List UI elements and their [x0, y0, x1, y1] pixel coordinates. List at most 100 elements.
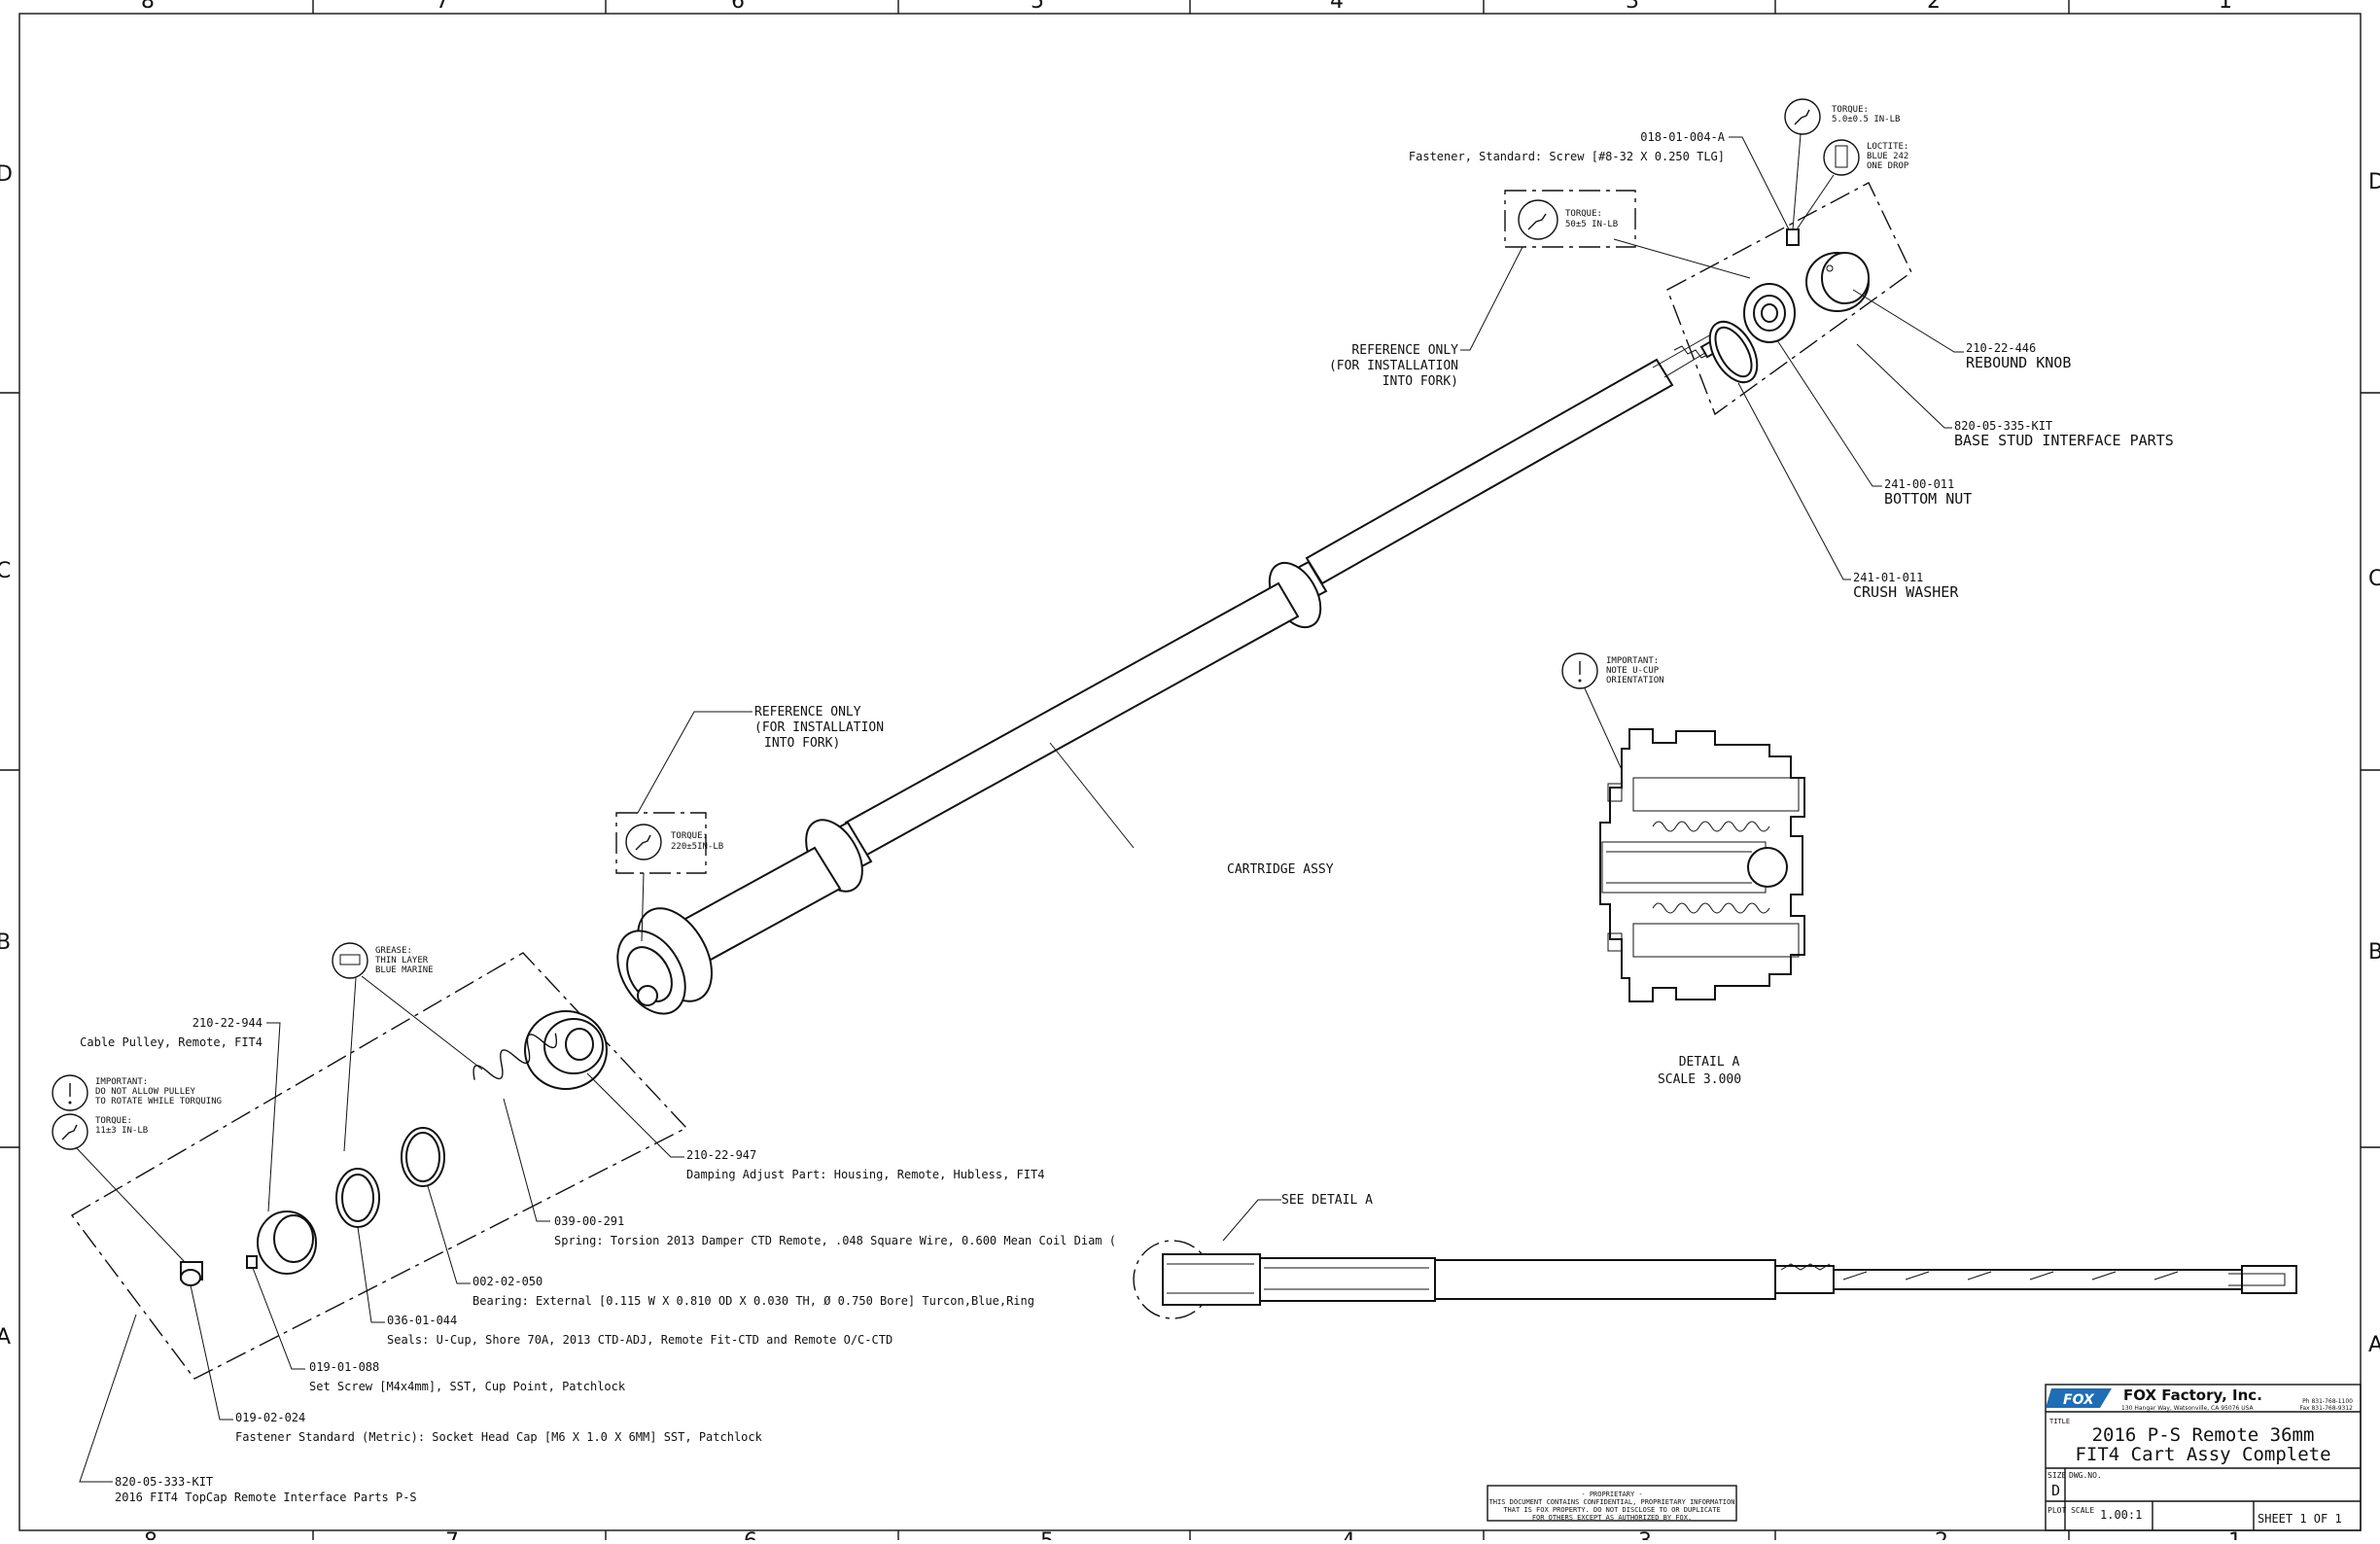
grease-line2: THIN LAYER	[375, 956, 429, 965]
ref-only-2-line2: (FOR INSTALLATION	[754, 720, 884, 735]
spring-part-number: 039-00-291	[554, 1214, 624, 1228]
zone-top: 7	[436, 0, 449, 14]
dwg-no-label: DWG.NO.	[2069, 1471, 2102, 1480]
zone-top: 4	[1330, 0, 1344, 14]
proprietary-line1: - PROPRIETARY -	[1581, 1491, 1642, 1498]
base-stud-description: BASE STUD INTERFACE PARTS	[1954, 432, 2174, 449]
size-label: SIZE	[2048, 1471, 2066, 1480]
zone-left: B	[0, 930, 11, 955]
zone-top: 8	[141, 0, 155, 14]
pulley-description: Cable Pulley, Remote, FIT4	[80, 1035, 262, 1049]
important-ucup-1: IMPORTANT:	[1606, 656, 1659, 666]
wrench-icon	[61, 1124, 78, 1140]
seal-description: Seals: U-Cup, Shore 70A, 2013 CTD-ADJ, R…	[387, 1333, 892, 1347]
proprietary-line4: FOR OTHERS EXCEPT AS AUTHORIZED BY FOX.	[1532, 1514, 1692, 1522]
proprietary-line3: THAT IS FOX PROPERTY. DO NOT DISCLOSE TO…	[1503, 1506, 1720, 1514]
drawing-title-line1: 2016 P-S Remote 36mm	[2092, 1424, 2315, 1446]
zone-bottom: 7	[445, 1529, 459, 1540]
set-screw-part-number: 019-01-088	[309, 1360, 379, 1374]
title-block: FOX FOX Factory, Inc. 130 Hangar Way, Wa…	[2045, 1384, 2362, 1531]
important-icon	[52, 1074, 88, 1111]
company-name: FOX Factory, Inc.	[2123, 1386, 2262, 1404]
kit-description: 2016 FIT4 TopCap Remote Interface Parts …	[115, 1491, 417, 1504]
zone-left: A	[0, 1325, 11, 1350]
zone-bottom: 4	[1342, 1529, 1355, 1540]
crush-washer-description: CRUSH WASHER	[1853, 583, 1959, 601]
wrench-icon	[1527, 213, 1547, 230]
cartridge-side-view	[1133, 1240, 2297, 1319]
important-pulley-2: DO NOT ALLOW PULLEY	[95, 1087, 196, 1097]
zone-right: A	[2368, 1333, 2380, 1357]
zone-top: 5	[1031, 0, 1044, 14]
loctite-icon: LOCTITE: BLUE 242 ONE DROP	[1823, 139, 1909, 176]
pulley-part-number: 210-22-944	[192, 1016, 262, 1030]
spring-shape	[472, 1033, 558, 1080]
zone-labels-left: D C B A	[0, 162, 13, 1350]
important-ucup-2: NOTE U-CUP	[1606, 666, 1660, 676]
zone-top: 6	[731, 0, 745, 14]
detail-a-scale: SCALE 3.000	[1658, 1072, 1741, 1087]
zone-bottom: 6	[744, 1529, 757, 1540]
grease-icon-group: GREASE: THIN LAYER BLUE MARINE	[332, 942, 434, 979]
spring-description: Spring: Torsion 2013 Damper CTD Remote, …	[554, 1234, 1116, 1247]
bottom-nut-description: BOTTOM NUT	[1884, 490, 1972, 508]
base-stud-part-number: 820-05-335-KIT	[1954, 419, 2052, 433]
zone-labels-top: 8 7 6 5 4 3 2 1	[141, 0, 2232, 14]
fox-logo	[2046, 1388, 2112, 1408]
important-ucup-3: ORIENTATION	[1606, 676, 1664, 685]
important-pulley-1: IMPORTANT:	[95, 1077, 148, 1087]
torque-ref-value: 50±5 IN-LB	[1565, 220, 1618, 229]
screw-description: Fastener, Standard: Screw [#8-32 X 0.250…	[1409, 150, 1725, 163]
cartridge-assembly	[616, 333, 1723, 1015]
ref-only-1-line2: (FOR INSTALLATION	[1329, 359, 1458, 373]
zone-bottom: 5	[1040, 1529, 1054, 1540]
zone-labels-right: D C B A	[2368, 170, 2380, 1357]
housing-description: Damping Adjust Part: Housing, Remote, Hu…	[686, 1168, 1044, 1181]
proprietary-block: - PROPRIETARY - THIS DOCUMENT CONTAINS C…	[1487, 1485, 1737, 1522]
crush-washer-part-number: 241-01-011	[1853, 571, 1923, 584]
torque-220-value: 220±5IN-LB	[671, 842, 723, 852]
detail-a-section: IMPORTANT: NOTE U-CUP ORIENTATION	[1561, 652, 1805, 1002]
zone-right: B	[2368, 940, 2380, 965]
zone-right: C	[2368, 567, 2380, 591]
torque-11-value: 11±3 IN-LB	[95, 1126, 148, 1136]
loctite-value1: BLUE 242	[1867, 152, 1908, 161]
bearing-part-number: 002-02-050	[472, 1275, 542, 1288]
set-screw-shape	[246, 1255, 258, 1269]
zone-top: 3	[1626, 0, 1639, 14]
torque-top-icon: TORQUE: 5.0±0.5 IN-LB	[1784, 98, 1900, 135]
torque-top-value: 5.0±0.5 IN-LB	[1832, 115, 1900, 124]
grease-line3: BLUE MARINE	[375, 965, 434, 975]
set-screw-description: Set Screw [M4x4mm], SST, Cup Point, Patc…	[309, 1380, 626, 1393]
zone-bottom: 8	[144, 1529, 158, 1540]
torque-11-label: TORQUE:	[95, 1116, 132, 1126]
zone-bottom: 3	[1638, 1529, 1652, 1540]
size-value: D	[2051, 1482, 2060, 1499]
topcap-remote-parts	[70, 952, 688, 1380]
ref-only-2-line3: INTO FORK)	[764, 736, 840, 751]
screw-part-number: 018-01-004-A	[1640, 130, 1725, 144]
sheet-number: SHEET 1 OF 1	[2258, 1512, 2342, 1526]
rebound-description: REBOUND KNOB	[1966, 354, 2071, 371]
rebound-part-number: 210-22-446	[1966, 341, 2036, 355]
bottom-nut-part-number: 241-00-011	[1884, 477, 1954, 491]
zone-left: C	[0, 559, 11, 583]
detail-a-title: DETAIL A	[1679, 1055, 1740, 1070]
zone-top: 1	[2219, 0, 2232, 14]
important-pulley-group: IMPORTANT: DO NOT ALLOW PULLEY TO ROTATE…	[52, 1074, 222, 1150]
company-fax: Fax 831-768-9312	[2299, 1405, 2353, 1412]
grease-icon	[332, 942, 368, 979]
plot-scale-label: PLOT SCALE	[2048, 1506, 2094, 1515]
torque-220-box: TORQUE: 220±5IN-LB	[615, 812, 723, 874]
base-stud-parts	[1666, 182, 1912, 416]
ref-only-2-line1: REFERENCE ONLY	[754, 705, 861, 719]
important-icon	[1561, 652, 1598, 689]
ref-only-1-line3: INTO FORK)	[1382, 374, 1458, 389]
torque-ref-box: TORQUE: 50±5 IN-LB	[1504, 190, 1636, 248]
grease-line1: GREASE:	[375, 946, 412, 956]
cartridge-label: CARTRIDGE ASSY	[1227, 862, 1334, 877]
drawing-title-line2: FIT4 Cart Assy Complete	[2075, 1444, 2330, 1465]
